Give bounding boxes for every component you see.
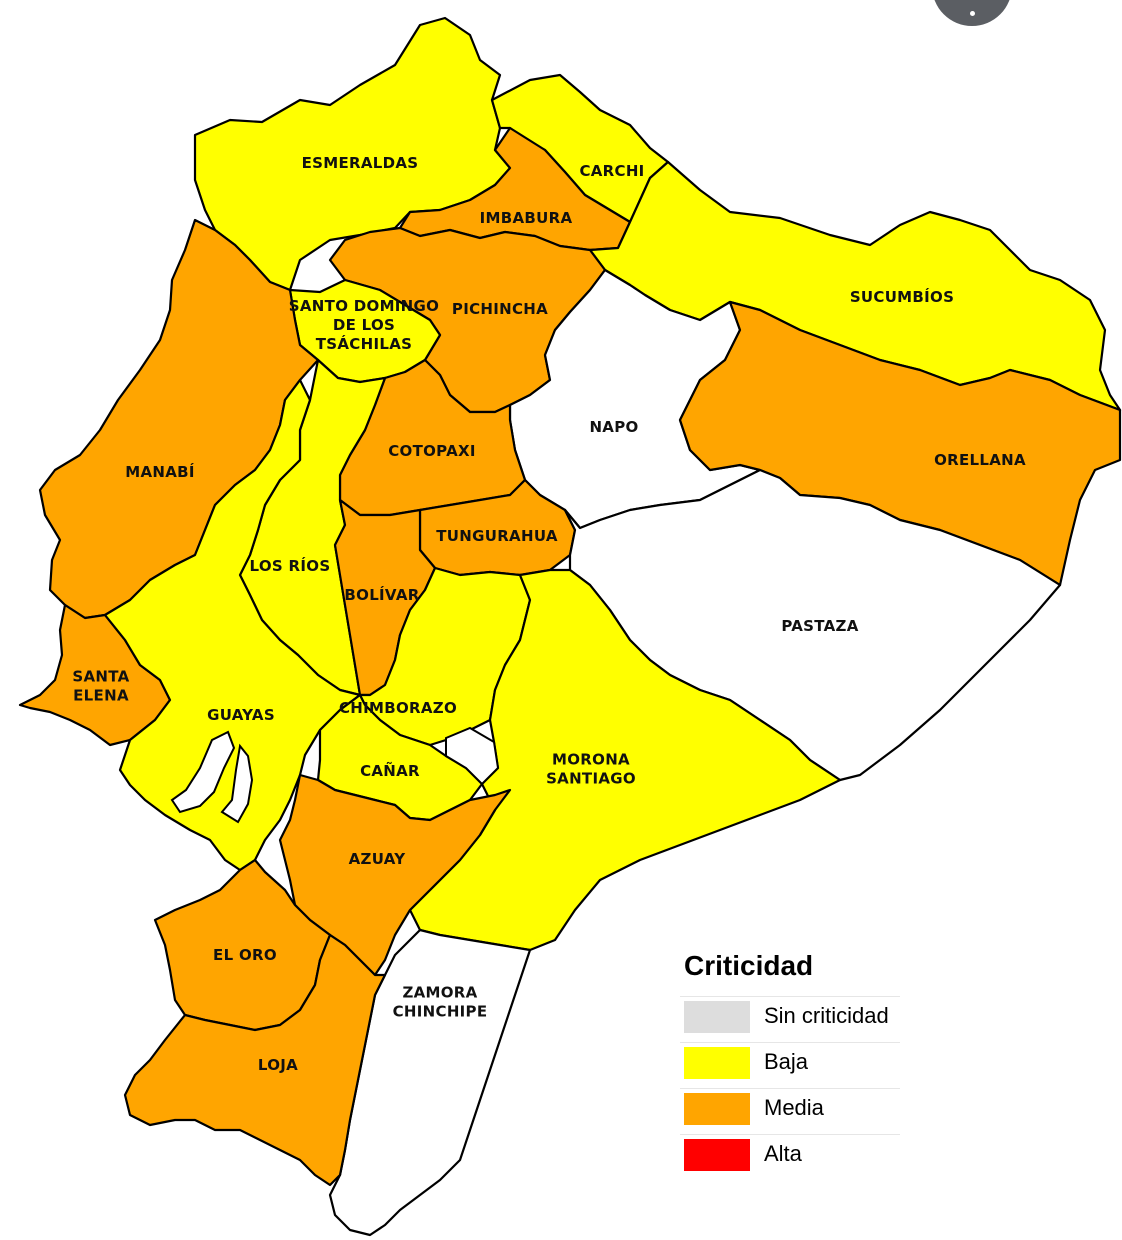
legend-title: Criticidad <box>684 950 814 981</box>
legend-label: Alta <box>764 1141 802 1166</box>
province-label-line: CHIMBORAZO <box>339 699 457 717</box>
province-label-loja: LOJA <box>258 1056 298 1074</box>
province-label-line: MORONA <box>552 751 630 769</box>
province-label-line: MANABÍ <box>125 462 195 481</box>
legend-label: Sin criticidad <box>764 1003 889 1028</box>
province-label-los-rios: LOS RÍOS <box>250 556 331 575</box>
legend-item-alta: Alta <box>680 1134 900 1175</box>
province-label-line: CAÑAR <box>360 761 420 780</box>
province-label-napo: NAPO <box>589 418 638 436</box>
legend-swatch <box>684 1139 750 1171</box>
province-label-line: PASTAZA <box>781 617 858 635</box>
province-label-manabi: MANABÍ <box>125 462 195 481</box>
province-label-canar: CAÑAR <box>360 761 420 780</box>
province-label-line: LOJA <box>258 1056 298 1074</box>
province-label-line: ORELLANA <box>934 451 1026 469</box>
province-label-line: CARCHI <box>579 162 644 180</box>
province-azuay <box>278 773 512 977</box>
province-label-tungurahua: TUNGURAHUA <box>436 527 558 545</box>
province-loja <box>123 933 387 1187</box>
more-options-icon <box>969 11 975 16</box>
legend-item-baja: Baja <box>680 1042 900 1083</box>
province-label-line: ELENA <box>73 687 129 705</box>
province-label-azuay: AZUAY <box>349 850 407 868</box>
legend-label: Media <box>764 1095 824 1120</box>
province-label-line: SANTIAGO <box>546 770 636 788</box>
province-label-line: SANTA <box>72 668 129 686</box>
province-label-line: SANTO DOMINGO <box>289 297 439 315</box>
province-label-orellana: ORELLANA <box>934 451 1026 469</box>
province-label-line: NAPO <box>589 418 638 436</box>
province-label-line: PICHINCHA <box>452 300 548 318</box>
province-label-esmeraldas: ESMERALDAS <box>302 154 419 172</box>
province-label-line: ZAMORA <box>402 984 477 1002</box>
province-label-line: GUAYAS <box>207 706 275 724</box>
province-label-cotopaxi: COTOPAXI <box>388 442 476 460</box>
legend-swatch <box>684 1001 750 1033</box>
province-label-line: AZUAY <box>349 850 407 868</box>
legend: Criticidad Sin criticidad Baja Media Alt… <box>680 950 900 1176</box>
province-label-guayas: GUAYAS <box>207 706 275 724</box>
legend-label: Baja <box>764 1049 809 1074</box>
legend-swatch <box>684 1047 750 1079</box>
province-label-chimborazo: CHIMBORAZO <box>339 699 457 717</box>
province-label-imbabura: IMBABURA <box>480 209 573 227</box>
province-label-line: EL ORO <box>213 946 277 964</box>
province-guayas <box>103 378 362 872</box>
province-label-bolivar: BOLÍVAR <box>344 585 419 604</box>
province-label-line: BOLÍVAR <box>344 585 419 604</box>
province-label-el-oro: EL ORO <box>213 946 277 964</box>
province-label-line: TUNGURAHUA <box>436 527 558 545</box>
province-label-line: TSÁCHILAS <box>316 334 412 353</box>
province-label-line: IMBABURA <box>480 209 573 227</box>
province-label-line: CHINCHIPE <box>393 1003 488 1021</box>
gulf-water-inlet <box>170 730 236 814</box>
province-label-line: ESMERALDAS <box>302 154 419 172</box>
province-label-line: DE LOS <box>333 316 395 334</box>
gulf-water-inlet-2 <box>220 743 254 824</box>
legend-swatch <box>684 1093 750 1125</box>
province-label-line: LOS RÍOS <box>250 556 331 575</box>
province-label-pichincha: PICHINCHA <box>452 300 548 318</box>
legend-item-sin-criticidad: Sin criticidad <box>680 996 900 1037</box>
province-label-line: SUCUMBÍOS <box>850 287 954 306</box>
legend-item-media: Media <box>680 1088 900 1129</box>
lake-white-area <box>445 726 500 786</box>
province-label-sucumbios: SUCUMBÍOS <box>850 287 954 306</box>
province-label-carchi: CARCHI <box>579 162 644 180</box>
province-label-line: COTOPAXI <box>388 442 476 460</box>
province-label-pastaza: PASTAZA <box>781 617 858 635</box>
